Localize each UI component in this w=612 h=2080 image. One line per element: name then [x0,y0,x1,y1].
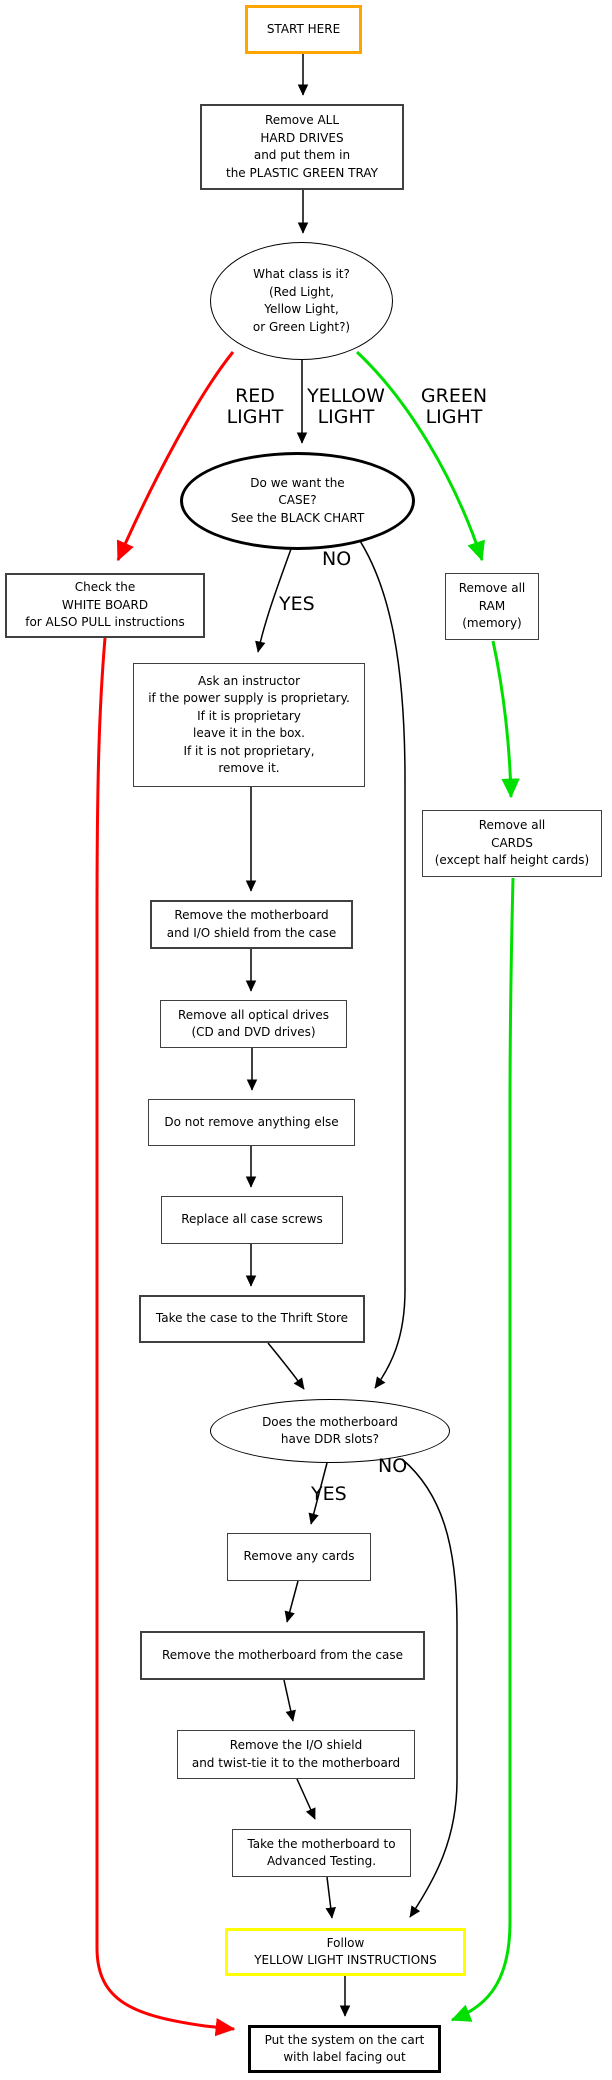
edge-case-yes-to-instructor [255,548,292,653]
edge-green-light-to-ram [355,350,485,562]
label-yellow-light: YELLOW LIGHT [307,385,385,428]
label-case-yes: YES [279,593,315,615]
node-what-class: What class is it? (Red Light, Yellow Lig… [210,242,393,360]
node-remove-any-cards: Remove any cards [227,1533,371,1581]
edge-whiteboard-to-cart [95,637,236,2037]
edge-iotwist-to-advanced [296,1778,316,1820]
label-red-light: RED LIGHT [226,385,284,428]
node-want-case: Do we want the CASE? See the BLACK CHART [180,452,415,550]
edge-mobocase-to-iotwist [283,1679,296,1722]
node-ask-instructor: Ask an instructor if the power supply is… [133,663,365,787]
edge-ram-to-cards [491,640,520,799]
label-case-no: NO [322,548,352,570]
edge-ddr-yes-to-anycards [308,1462,328,1525]
node-thrift-store: Take the case to the Thrift Store [139,1295,365,1343]
node-ddr-slots: Does the motherboard have DDR slots? [210,1399,450,1463]
node-replace-screws: Replace all case screws [161,1196,343,1244]
node-check-white-board: Check the WHITE BOARD for ALSO PULL inst… [5,573,205,638]
edge-thrift-to-ddr [267,1342,305,1390]
edge-anycards-to-mobocase [284,1580,299,1623]
edge-advanced-to-yellow [325,1876,336,1919]
node-remove-hard-drives: Remove ALL HARD DRIVES and put them in t… [200,104,404,190]
node-system-cart: Put the system on the cart with label fa… [248,2025,441,2073]
edge-case-no-to-ddr [351,528,406,1389]
node-do-not-remove: Do not remove anything else [148,1099,355,1146]
node-follow-yellow: Follow YELLOW LIGHT INSTRUCTIONS [225,1928,466,1976]
node-advanced-testing: Take the motherboard to Advanced Testing… [232,1829,411,1877]
node-remove-mobo-io: Remove the motherboard and I/O shield fr… [150,900,353,949]
edge-ddr-no-to-yellow [401,1458,458,1918]
node-remove-cards: Remove all CARDS (except half height car… [422,810,602,877]
node-remove-io-twist: Remove the I/O shield and twist-tie it t… [177,1730,415,1779]
node-remove-ram: Remove all RAM (memory) [445,573,539,640]
node-remove-optical: Remove all optical drives (CD and DVD dr… [160,1000,347,1048]
label-ddr-no: NO [378,1455,408,1477]
node-remove-mobo-case: Remove the motherboard from the case [140,1631,425,1680]
edge-cards-to-cart [450,877,515,2022]
node-start: START HERE [245,5,362,54]
label-ddr-yes: YES [311,1483,347,1505]
label-green-light: GREEN LIGHT [420,385,488,428]
edge-red-light-to-whiteboard [116,351,235,562]
